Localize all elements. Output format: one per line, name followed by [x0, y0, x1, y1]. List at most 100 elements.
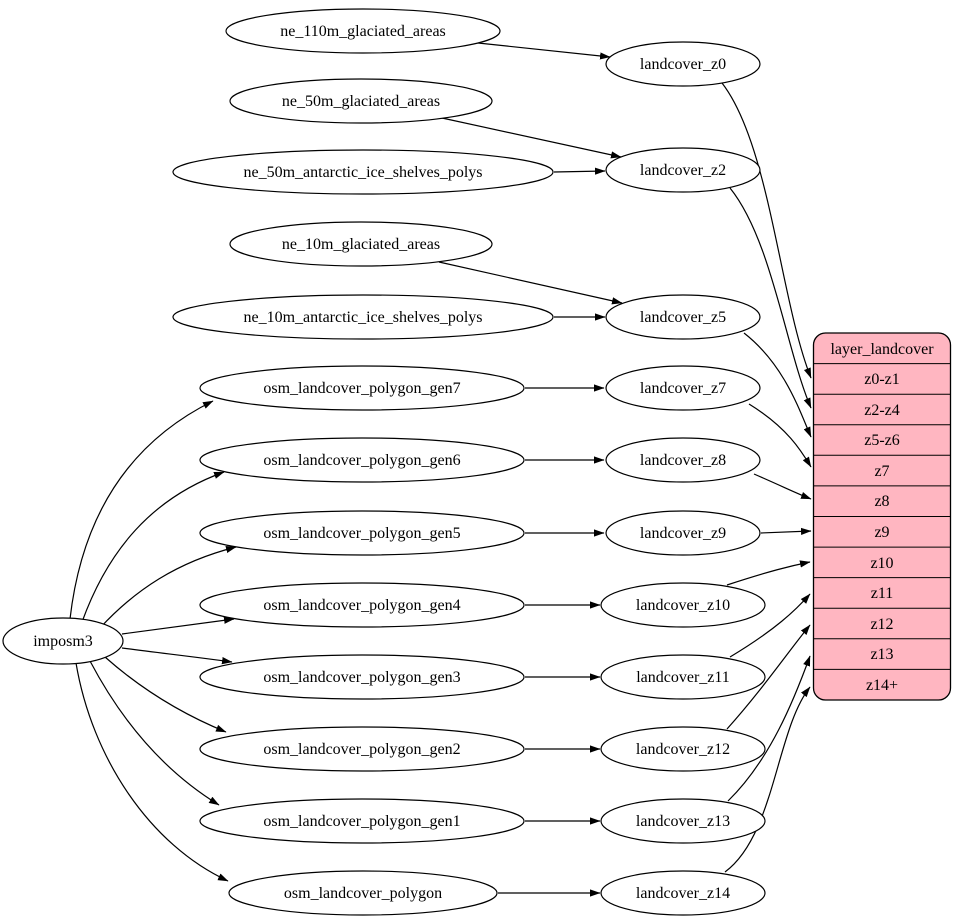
edge-imposm3-to-osm-landcover-polygon-gen6 — [81, 471, 225, 623]
table-row-z7: z7 — [874, 463, 889, 480]
node-label: landcover_z11 — [636, 669, 730, 686]
node-label: landcover_z8 — [640, 452, 726, 469]
node-label: ne_10m_antarctic_ice_shelves_polys — [243, 309, 482, 326]
edge-ne-50m-antarctic-ice-shelves-polys-to-landcover-z2 — [553, 167, 606, 175]
edge-landcover-z11-to-row-z11 — [729, 593, 811, 658]
edge-landcover-z5-to-row-z5-z6 — [743, 332, 812, 438]
node-imposm3: imposm3 — [2, 617, 124, 665]
table-row-z2-z4: z2-z4 — [864, 402, 900, 419]
node-label: ne_110m_glaciated_areas — [280, 23, 446, 40]
edge-landcover-z8-to-row-z8 — [753, 473, 812, 500]
node-landcover-z10: landcover_z10 — [600, 582, 766, 628]
table-row-z11: z11 — [871, 585, 894, 602]
node-shape — [605, 294, 761, 340]
node-ne-50m-antarctic-ice-shelves-polys: ne_50m_antarctic_ice_shelves_polys — [172, 149, 554, 195]
table-row-z0-z1: z0-z1 — [864, 371, 900, 388]
node-label: osm_landcover_polygon_gen6 — [263, 452, 460, 469]
edge-landcover-z13-to-row-z13 — [727, 655, 811, 802]
node-osm-landcover-polygon: osm_landcover_polygon — [228, 870, 498, 916]
node-shape — [199, 726, 525, 772]
node-osm-landcover-polygon-gen7: osm_landcover_polygon_gen7 — [199, 365, 525, 411]
node-label: landcover_z13 — [636, 813, 730, 830]
node-landcover-z7: landcover_z7 — [605, 365, 761, 411]
node-osm-landcover-polygon-gen5: osm_landcover_polygon_gen5 — [199, 510, 525, 556]
node-shape — [600, 798, 766, 844]
table-row-z9: z9 — [874, 524, 889, 541]
node-label: osm_landcover_polygon_gen1 — [263, 813, 460, 830]
node-shape — [199, 510, 525, 556]
edge-landcover-z2-to-row-z2-z4 — [729, 187, 812, 409]
edge-imposm3-to-osm-landcover-polygon-gen2 — [104, 656, 227, 733]
node-shape — [605, 147, 761, 193]
node-landcover-z11: landcover_z11 — [600, 654, 766, 700]
node-osm-landcover-polygon-gen2: osm_landcover_polygon_gen2 — [199, 726, 525, 772]
table-row-z12: z12 — [870, 616, 893, 633]
node-osm-landcover-polygon-gen4: osm_landcover_polygon_gen4 — [199, 582, 525, 628]
node-shape — [600, 726, 766, 772]
node-ne-10m-antarctic-ice-shelves-polys: ne_10m_antarctic_ice_shelves_polys — [172, 294, 554, 340]
node-label: osm_landcover_polygon_gen5 — [263, 525, 460, 542]
node-landcover-z2: landcover_z2 — [605, 147, 761, 193]
node-label: ne_10m_glaciated_areas — [282, 236, 440, 253]
node-shape — [199, 798, 525, 844]
edge-landcover-z9-to-row-z9 — [760, 527, 812, 535]
node-osm-landcover-polygon-gen1: osm_landcover_polygon_gen1 — [199, 798, 525, 844]
edge-imposm3-to-osm-landcover-polygon-gen5 — [99, 545, 237, 629]
edge-imposm3-to-osm-landcover-polygon-gen1 — [89, 660, 220, 806]
edge-imposm3-to-osm-landcover-polygon-gen7 — [69, 400, 214, 620]
node-label: osm_landcover_polygon_gen2 — [263, 741, 460, 758]
edge-imposm3-to-osm-landcover-polygon-gen3 — [121, 647, 233, 665]
node-ne-50m-glaciated-areas: ne_50m_glaciated_areas — [229, 78, 493, 124]
node-landcover-z13: landcover_z13 — [600, 798, 766, 844]
node-shape — [199, 437, 525, 483]
node-shape — [605, 365, 761, 411]
node-shape — [605, 510, 761, 556]
edge-imposm3-to-osm-landcover-polygon — [75, 662, 229, 882]
node-shape — [172, 149, 554, 195]
edge-ne-50m-glaciated-areas-to-landcover-z2 — [441, 117, 622, 159]
edges — [69, 42, 812, 897]
node-ne-10m-glaciated-areas: ne_10m_glaciated_areas — [229, 221, 493, 267]
node-shape — [600, 654, 766, 700]
node-label: landcover_z2 — [640, 162, 726, 179]
node-shape — [172, 294, 554, 340]
edge-ne-10m-glaciated-areas-to-landcover-z5 — [438, 261, 623, 305]
node-shape — [199, 365, 525, 411]
node-label: landcover_z0 — [640, 56, 726, 73]
node-label: osm_landcover_polygon_gen4 — [263, 597, 460, 614]
node-landcover-z9: landcover_z9 — [605, 510, 761, 556]
table-row-z13: z13 — [870, 646, 893, 663]
edge-landcover-z10-to-row-z10 — [726, 560, 811, 586]
node-label: imposm3 — [33, 633, 93, 650]
node-osm-landcover-polygon-gen6: osm_landcover_polygon_gen6 — [199, 437, 525, 483]
table-layer-landcover: layer_landcover z0-z1 z2-z4 z5-z6 z7 z8 … — [812, 332, 952, 701]
node-label: landcover_z9 — [640, 525, 726, 542]
node-label: osm_landcover_polygon_gen7 — [263, 380, 460, 397]
table-row-z5-z6: z5-z6 — [864, 432, 900, 449]
edge-landcover-z7-to-row-z7 — [748, 403, 812, 468]
edge-landcover-z14-to-row-z14 — [724, 686, 811, 873]
node-label: ne_50m_glaciated_areas — [282, 93, 440, 110]
node-label: ne_50m_antarctic_ice_shelves_polys — [243, 164, 482, 181]
table-row-z10: z10 — [870, 555, 893, 572]
node-shape — [229, 78, 493, 124]
table-header: layer_landcover — [830, 341, 934, 358]
node-shape — [605, 41, 761, 87]
node-shape — [600, 582, 766, 628]
table-row-z14plus: z14+ — [866, 677, 898, 694]
node-label: osm_landcover_polygon_gen3 — [263, 669, 460, 686]
node-label: landcover_z14 — [636, 885, 730, 902]
node-shape — [2, 617, 124, 665]
node-shape — [199, 582, 525, 628]
node-shape — [228, 870, 498, 916]
node-shape — [605, 437, 761, 483]
node-landcover-z14: landcover_z14 — [600, 870, 766, 916]
node-label: landcover_z7 — [640, 380, 726, 397]
node-shape — [199, 654, 525, 700]
edge-imposm3-to-osm-landcover-polygon-gen4 — [121, 616, 235, 635]
node-label: landcover_z10 — [636, 597, 730, 614]
edge-landcover-z0-to-row-z0-z1 — [721, 82, 812, 379]
node-ne-110m-glaciated-areas: ne_110m_glaciated_areas — [225, 8, 501, 54]
node-label: landcover_z5 — [640, 309, 726, 326]
